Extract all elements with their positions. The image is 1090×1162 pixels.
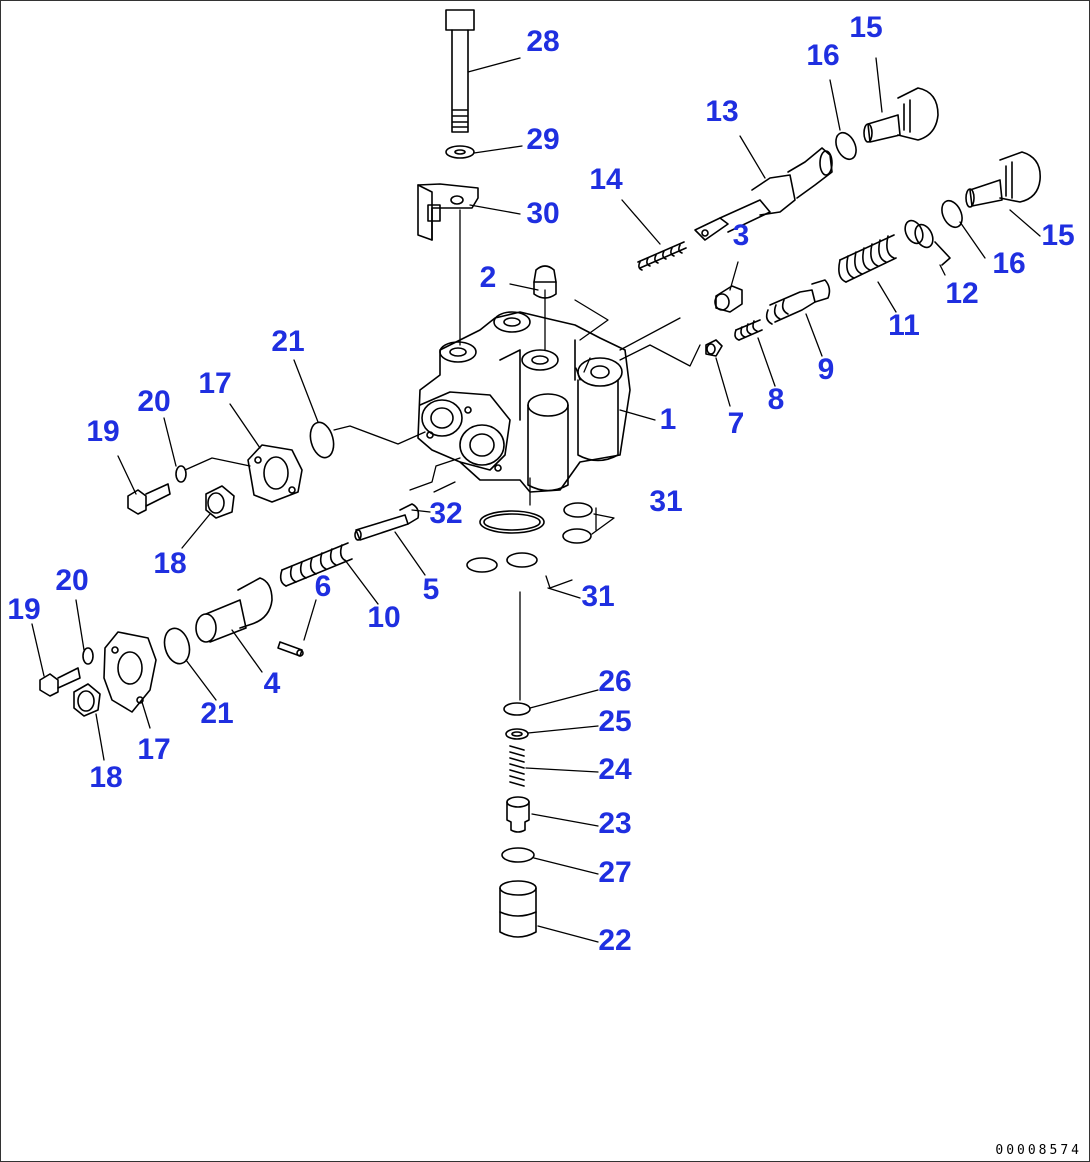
callout-7: 7 xyxy=(727,407,745,440)
part-20-washer-lower xyxy=(82,647,94,665)
part-32-o-ring xyxy=(479,510,545,534)
callout-12: 12 xyxy=(945,277,979,310)
callout-19-lower: 19 xyxy=(7,593,41,626)
callout-15-upper: 15 xyxy=(849,11,883,44)
part-14-spring xyxy=(637,241,687,271)
part-19-bolt-upper xyxy=(127,483,171,515)
part-15-plug-upper xyxy=(863,87,939,143)
part-17-cover-lower xyxy=(103,631,157,713)
callout-25: 25 xyxy=(598,705,632,738)
callout-11: 11 xyxy=(888,309,920,342)
callout-4: 4 xyxy=(263,667,281,700)
part-25-washer xyxy=(505,728,529,740)
callout-26: 26 xyxy=(598,665,632,698)
callout-28: 28 xyxy=(526,25,560,58)
leader-lines xyxy=(31,57,1041,943)
callout-3: 3 xyxy=(732,219,750,252)
part-16-o-ring-upper xyxy=(835,131,857,161)
callout-14: 14 xyxy=(589,163,623,196)
part-26-ring xyxy=(503,702,531,716)
part-27-o-ring xyxy=(501,847,535,863)
part-18-plug-upper xyxy=(205,485,235,519)
part-22-plug xyxy=(499,880,537,938)
part-17-cover-upper xyxy=(247,444,303,503)
callout-13: 13 xyxy=(705,95,739,128)
part-7-seat xyxy=(705,339,723,357)
part-24-spring xyxy=(509,745,525,787)
callout-20-upper: 20 xyxy=(137,385,171,418)
part-3-cap xyxy=(714,285,743,313)
part-31-gasket-lower xyxy=(466,552,538,573)
part-15-plug-lower xyxy=(965,151,1041,208)
callout-32: 32 xyxy=(429,497,463,530)
part-30-bracket xyxy=(417,183,479,241)
part-4-piston xyxy=(195,577,273,643)
part-16-o-ring-lower xyxy=(941,199,963,229)
callout-31-upper: 31 xyxy=(649,485,683,518)
callout-6: 6 xyxy=(314,570,332,603)
callout-31-lower: 31 xyxy=(581,580,615,613)
callout-1: 1 xyxy=(659,403,677,436)
part-8-spring xyxy=(734,319,763,341)
part-6-pin xyxy=(277,641,304,657)
callout-2: 2 xyxy=(479,261,497,294)
callout-27: 27 xyxy=(598,856,632,889)
callout-21-lower: 21 xyxy=(200,697,234,730)
part-20-washer-upper xyxy=(175,465,187,483)
part-29-washer xyxy=(445,145,475,159)
part-21-o-ring-upper xyxy=(309,421,335,459)
part-28-bolt xyxy=(445,9,475,133)
part-5-pin xyxy=(354,503,420,541)
callout-17-lower: 17 xyxy=(137,733,171,766)
callout-9: 9 xyxy=(817,353,835,386)
part-23-valve xyxy=(506,796,530,833)
callout-20-lower: 20 xyxy=(55,564,89,597)
callout-15-lower: 15 xyxy=(1041,219,1075,252)
callout-21-upper: 21 xyxy=(271,325,305,358)
assembly-lines xyxy=(184,209,701,701)
callout-24: 24 xyxy=(598,753,632,786)
callout-19-upper: 19 xyxy=(86,415,120,448)
part-19-bolt-lower xyxy=(39,667,81,697)
drawing-number: 00008574 xyxy=(995,1143,1082,1158)
part-11-spring xyxy=(838,234,897,283)
part-18-plug-lower xyxy=(73,683,101,717)
part-10-spring xyxy=(279,542,353,587)
part-21-o-ring-lower xyxy=(163,627,191,665)
callout-16-lower: 16 xyxy=(992,247,1026,280)
callout-18-upper: 18 xyxy=(153,547,187,580)
callout-29: 29 xyxy=(526,123,560,156)
callout-30: 30 xyxy=(526,197,560,230)
part-13-spool xyxy=(694,147,833,241)
part-1-valve-body xyxy=(417,311,631,493)
part-9-piston xyxy=(765,279,831,325)
callout-16-upper: 16 xyxy=(806,39,840,72)
part-12-clip xyxy=(904,219,951,266)
part-31-gasket-upper xyxy=(562,502,593,544)
callout-18-lower: 18 xyxy=(89,761,123,794)
callout-23: 23 xyxy=(598,807,632,840)
callout-8: 8 xyxy=(767,383,785,416)
callout-10: 10 xyxy=(367,601,401,634)
callout-22: 22 xyxy=(598,924,632,957)
callout-17-upper: 17 xyxy=(198,367,232,400)
callout-5: 5 xyxy=(422,573,440,606)
